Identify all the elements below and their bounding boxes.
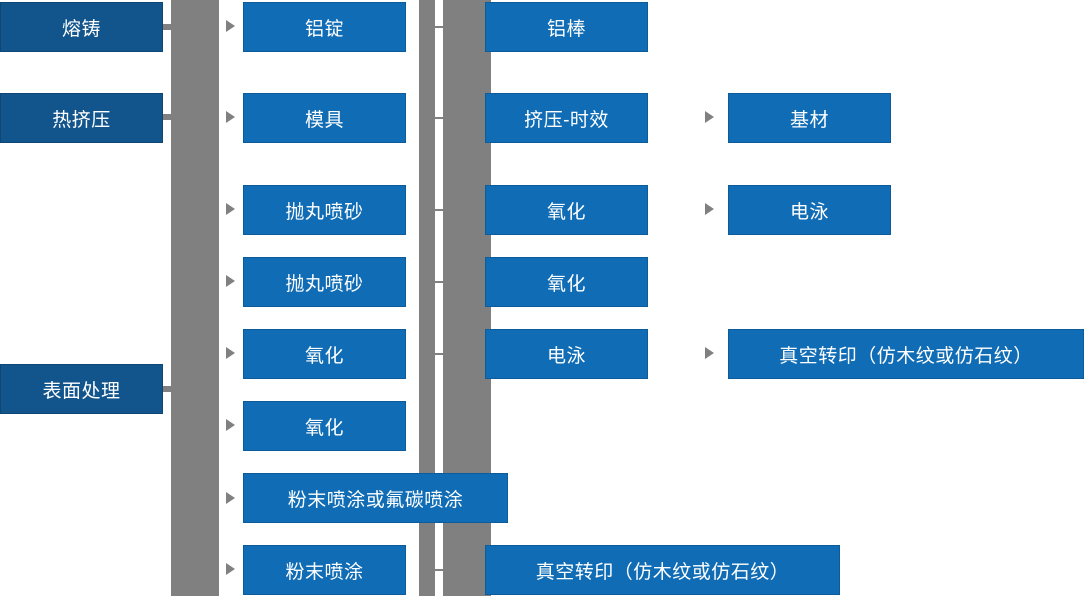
node-vacuum-transfer-print-1[interactable]: 真空转印（仿木纹或仿石纹） [485,545,840,595]
node-shot-blasting-1[interactable]: 抛丸喷砂 [243,185,406,235]
arrow-to-powder-coating [226,563,235,575]
node-label: 氧化 [546,201,586,223]
tick-mark-6 [430,569,488,571]
trunk-connector-left [171,0,219,596]
node-label: 铝棒 [546,18,586,40]
trunk-connector-middle [419,0,435,596]
arrow-to-oxidation-2 [226,419,235,431]
node-extrusion-aging[interactable]: 挤压-时效 [485,93,648,143]
node-label: 氧化 [546,273,586,295]
node-label: 电泳 [546,345,586,367]
arrow-to-mold [226,111,235,123]
node-shot-blasting-2[interactable]: 抛丸喷砂 [243,257,406,307]
tick-mark-2 [430,117,488,119]
node-mold[interactable]: 模具 [243,93,406,143]
node-oxidation-1[interactable]: 氧化 [243,329,406,379]
node-label: 抛丸喷砂 [285,201,364,223]
node-label: 粉末喷涂或氟碳喷涂 [287,489,464,511]
arrow-to-aluminum-ingot [226,20,235,32]
node-aluminum-bar[interactable]: 铝棒 [485,2,648,52]
arrow-to-oxidation-1 [226,347,235,359]
node-label: 抛丸喷砂 [285,273,364,295]
node-label: 粉末喷涂 [285,561,364,583]
stage-node-surface-treatment[interactable]: 表面处理 [0,364,163,414]
node-label: 铝锭 [304,18,344,40]
arrow-to-powder-or-fluorocarbon-coating [226,492,235,504]
node-oxidation-3[interactable]: 氧化 [485,185,648,235]
node-label: 基材 [789,109,829,131]
node-oxidation-2[interactable]: 氧化 [243,401,406,451]
node-powder-coating[interactable]: 粉末喷涂 [243,545,406,595]
node-label: 电泳 [789,201,829,223]
stage-node-melting[interactable]: 熔铸 [0,2,163,52]
stub-extrusion [160,114,176,120]
tick-mark-5 [430,353,488,355]
node-label: 真空转印（仿木纹或仿石纹） [779,345,1033,367]
node-powder-or-fluorocarbon-coating[interactable]: 粉末喷涂或氟碳喷涂 [243,473,508,523]
stub-surface-treatment [160,386,176,392]
node-aluminum-ingot[interactable]: 铝锭 [243,2,406,52]
arrow-to-vacuum-transfer-print [705,347,714,359]
node-label: 氧化 [304,345,344,367]
stage-node-hot-extrusion[interactable]: 热挤压 [0,93,163,143]
arrow-to-base-material [705,111,714,123]
node-base-material[interactable]: 基材 [728,93,891,143]
stage-node-label: 熔铸 [61,18,101,40]
tick-mark-3 [430,209,488,211]
node-label: 真空转印（仿木纹或仿石纹） [535,561,790,583]
tick-mark-1 [430,26,488,28]
arrow-to-shot-blasting-1 [226,203,235,215]
stub-melting [160,24,176,30]
arrow-to-shot-blasting-2 [226,275,235,287]
stage-node-label: 表面处理 [42,380,121,402]
node-label: 挤压-时效 [524,109,609,131]
tick-mark-4 [430,281,488,283]
node-electrophoresis-2[interactable]: 电泳 [728,185,891,235]
node-electrophoresis-1[interactable]: 电泳 [485,329,648,379]
node-oxidation-4[interactable]: 氧化 [485,257,648,307]
stage-node-label: 热挤压 [52,109,111,131]
node-vacuum-transfer-print-2[interactable]: 真空转印（仿木纹或仿石纹） [728,329,1084,379]
arrow-to-electrophoresis [705,203,714,215]
node-label: 模具 [304,109,344,131]
node-label: 氧化 [304,417,344,439]
